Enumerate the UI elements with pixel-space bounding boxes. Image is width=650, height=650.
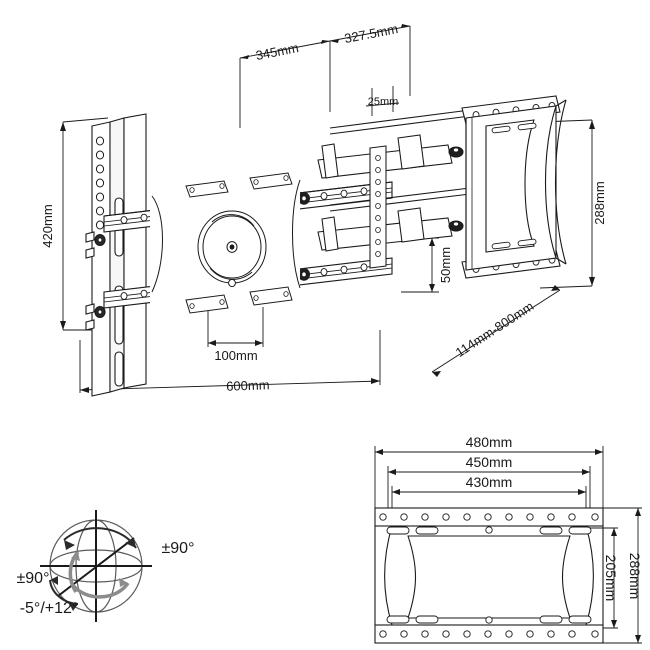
dim-plate-205mm: 205mm <box>603 555 619 602</box>
dim-420mm: 420mm <box>40 204 55 247</box>
articulation-sphere-view: ±90° ±90° -5°/+12° <box>17 510 195 622</box>
articulating-arms <box>317 109 471 269</box>
plate-top-holes <box>379 513 599 521</box>
pivot-disc <box>197 210 267 288</box>
label-swivel-left: ±90° <box>17 570 50 587</box>
main-dimension-lines <box>60 24 595 393</box>
dim-288mm: 288mm <box>592 181 607 224</box>
dim-450mm: 450mm <box>466 454 513 470</box>
link-holes <box>375 154 381 257</box>
axis-diagonal <box>57 537 135 597</box>
dim-plate-288mm: 288mm <box>627 553 643 600</box>
label-swivel-right: ±90° <box>162 540 195 557</box>
dim-50mm: 50mm <box>438 247 453 283</box>
plate-bottom-holes <box>379 630 599 638</box>
dim-100mm: 100mm <box>214 348 257 363</box>
plate-slots <box>386 526 592 624</box>
tilt-arc <box>70 581 130 599</box>
dim-600mm: 600mm <box>226 377 270 394</box>
center-body <box>150 172 301 314</box>
tv-plate-front-view: 480mm 450mm 430mm 288mm 205mm <box>374 434 643 644</box>
plate-dimension-lines <box>374 446 642 644</box>
dim-480mm: 480mm <box>466 434 513 450</box>
wall-plate-assembly <box>85 113 147 397</box>
dim-25mm: 25mm <box>368 96 399 108</box>
tv-side-plate <box>461 95 567 279</box>
label-tilt: -5°/+12° <box>20 600 79 617</box>
rotation-arrows <box>49 527 137 611</box>
dim-430mm: 430mm <box>466 474 513 490</box>
